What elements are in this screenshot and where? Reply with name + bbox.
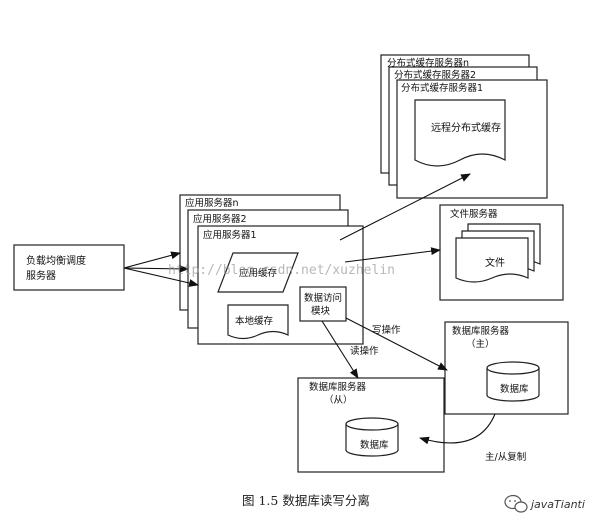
data-access-label: 数据访问 模块 (304, 292, 345, 317)
edge-lb-to-app-2 (123, 264, 189, 273)
local-cache-doc-shape (227, 304, 289, 340)
edge-lb-to-app-1 (123, 267, 199, 287)
edge-write (345, 317, 448, 371)
edge-replication (419, 413, 496, 445)
db-slave-cylinder (345, 417, 399, 457)
remote-cache-label: 远程分布式缓存 (431, 121, 501, 134)
app-server-n-label: 应用服务器n (185, 197, 239, 209)
db-master-cylinder (486, 361, 540, 402)
db-master-title-line1: 数据库服务器 (452, 325, 510, 337)
db-slave-title-line2: （从） (324, 394, 353, 406)
load-balancer-node: 负载均衡调度 服务器 (13, 244, 125, 291)
local-cache-label: 本地缓存 (235, 315, 274, 327)
app-server-2-label: 应用服务器2 (193, 213, 247, 225)
edge-label-read: 读操作 (350, 345, 379, 357)
app-server-stack: 应用服务器n 应用服务器2 应用服务器1 应用缓存 本地缓存 数据访问 模块 (179, 194, 364, 345)
data-access-module (299, 286, 347, 322)
data-access-label-line1: 数据访问 (304, 292, 342, 304)
file-doc-label: 文件 (485, 256, 505, 269)
remote-cache-doc-shape (414, 99, 506, 167)
edge-read (321, 320, 359, 379)
brand-badge: javaTianti (504, 494, 585, 513)
edge-app-to-file-server (344, 247, 441, 263)
db-master-label: 数据库 (500, 383, 529, 395)
edge-label-write: 写操作 (372, 324, 401, 336)
file-server-node: 文件服务器 文件 (439, 204, 564, 301)
db-master-node: 数据库服务器 （主） 数据库 (444, 321, 569, 415)
dist-cache-server-n-label: 分布式缓存服务器n (387, 57, 469, 69)
db-slave-node: 数据库服务器 （从） 数据库 (297, 377, 445, 473)
distributed-cache-stack: 分布式缓存服务器n 分布式缓存服务器2 分布式缓存服务器1 远程分布式缓存 (380, 54, 548, 199)
edges (123, 173, 496, 445)
dist-cache-server-2-label: 分布式缓存服务器2 (394, 69, 476, 81)
db-master-title-line2: （主） (466, 338, 495, 350)
load-balancer-label-line2: 服务器 (26, 269, 56, 282)
brand-name: javaTianti (529, 498, 585, 511)
load-balancer-label-line1: 负载均衡调度 (26, 254, 86, 267)
load-balancer-label: 负载均衡调度 服务器 (26, 254, 89, 282)
dist-cache-server-1-label: 分布式缓存服务器1 (401, 82, 483, 94)
app-server-1-label: 应用服务器1 (203, 229, 257, 241)
file-server-title: 文件服务器 (450, 208, 498, 220)
edge-app-to-dist-cache (339, 173, 471, 241)
db-slave-title: 数据库服务器 （从） (309, 381, 369, 406)
db-master-title: 数据库服务器 （主） (452, 325, 512, 350)
app-cache-label: 应用缓存 (239, 267, 278, 279)
app-cache-shape (217, 252, 299, 293)
db-slave-label: 数据库 (360, 439, 389, 451)
figure-caption: 图 1.5 数据库读写分离 (242, 493, 370, 508)
file-doc-front (455, 237, 529, 283)
edge-lb-to-app-n (123, 251, 181, 269)
chat-bubble-icon (504, 494, 528, 513)
db-slave-title-line1: 数据库服务器 (309, 381, 367, 393)
edge-label-replication: 主/从复制 (485, 451, 526, 463)
watermark-url: http://blog.csdn.net/xuzhelin (168, 263, 395, 278)
data-access-label-line2: 模块 (311, 305, 331, 317)
